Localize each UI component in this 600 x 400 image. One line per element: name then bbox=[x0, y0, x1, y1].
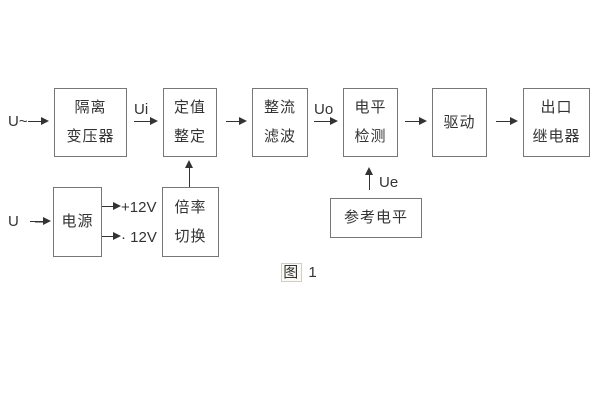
block-rectify-filter-line2: 滤波 bbox=[263, 128, 296, 145]
block-rectify-filter-line1: 整流 bbox=[263, 99, 296, 116]
arrow-transformer-to-setting bbox=[134, 116, 158, 125]
arrow-dc-input bbox=[30, 216, 51, 225]
block-power-supply-label: 电源 bbox=[61, 213, 94, 230]
signal-ue-label: Ue bbox=[379, 174, 399, 191]
block-level-detect: 电平 检测 bbox=[343, 88, 398, 157]
block-output-relay-line2: 继电器 bbox=[532, 128, 581, 145]
block-ratio-switch-line2: 切换 bbox=[174, 227, 207, 245]
block-isolation-transformer: 隔离 变压器 bbox=[54, 88, 127, 157]
arrow-ratio-to-setting bbox=[185, 160, 194, 187]
figure-caption-char: 图 bbox=[281, 263, 303, 282]
figure-caption-number: 1 bbox=[308, 264, 319, 281]
block-isolation-transformer-line2: 变压器 bbox=[66, 128, 115, 145]
rail-positive-label: +12V bbox=[121, 199, 157, 216]
block-setting-adjust-line1: 定值 bbox=[173, 99, 206, 116]
block-ratio-switch: 倍率 切换 bbox=[162, 187, 219, 257]
arrow-level-to-drive bbox=[405, 116, 427, 125]
block-power-supply: 电源 bbox=[53, 187, 102, 257]
arrow-rail-positive bbox=[102, 201, 121, 210]
signal-ui-label: Ui bbox=[134, 101, 149, 118]
block-rectify-filter: 整流 滤波 bbox=[252, 88, 308, 157]
block-drive: 驱动 bbox=[432, 88, 487, 157]
block-setting-adjust: 定值 整定 bbox=[163, 88, 217, 157]
block-setting-adjust-line2: 整定 bbox=[173, 128, 206, 145]
rail-negative-label: · 12V bbox=[121, 229, 157, 246]
arrow-rail-negative bbox=[102, 231, 121, 240]
arrow-drive-to-relay bbox=[496, 116, 518, 125]
block-level-detect-line2: 检测 bbox=[354, 128, 387, 145]
block-output-relay-line1: 出口 bbox=[540, 99, 573, 116]
block-level-detect-line1: 电平 bbox=[354, 99, 387, 116]
block-isolation-transformer-line1: 隔离 bbox=[74, 99, 107, 116]
block-ratio-switch-line1: 倍率 bbox=[174, 198, 207, 216]
signal-uo-label: Uo bbox=[314, 101, 334, 118]
figure-caption: 图 1 bbox=[0, 261, 600, 282]
arrow-setting-to-rectifier bbox=[226, 116, 247, 125]
input-dc-label: U – bbox=[8, 213, 50, 230]
block-reference-level-label: 参考电平 bbox=[343, 209, 408, 226]
arrow-reference-to-level bbox=[365, 167, 374, 190]
arrow-ac-input bbox=[28, 116, 49, 125]
block-drive-label: 驱动 bbox=[443, 113, 476, 131]
block-output-relay: 出口 继电器 bbox=[523, 88, 590, 157]
arrow-rectifier-to-level bbox=[314, 116, 338, 125]
input-ac-label: U~ bbox=[8, 113, 28, 130]
block-reference-level: 参考电平 bbox=[330, 198, 422, 238]
